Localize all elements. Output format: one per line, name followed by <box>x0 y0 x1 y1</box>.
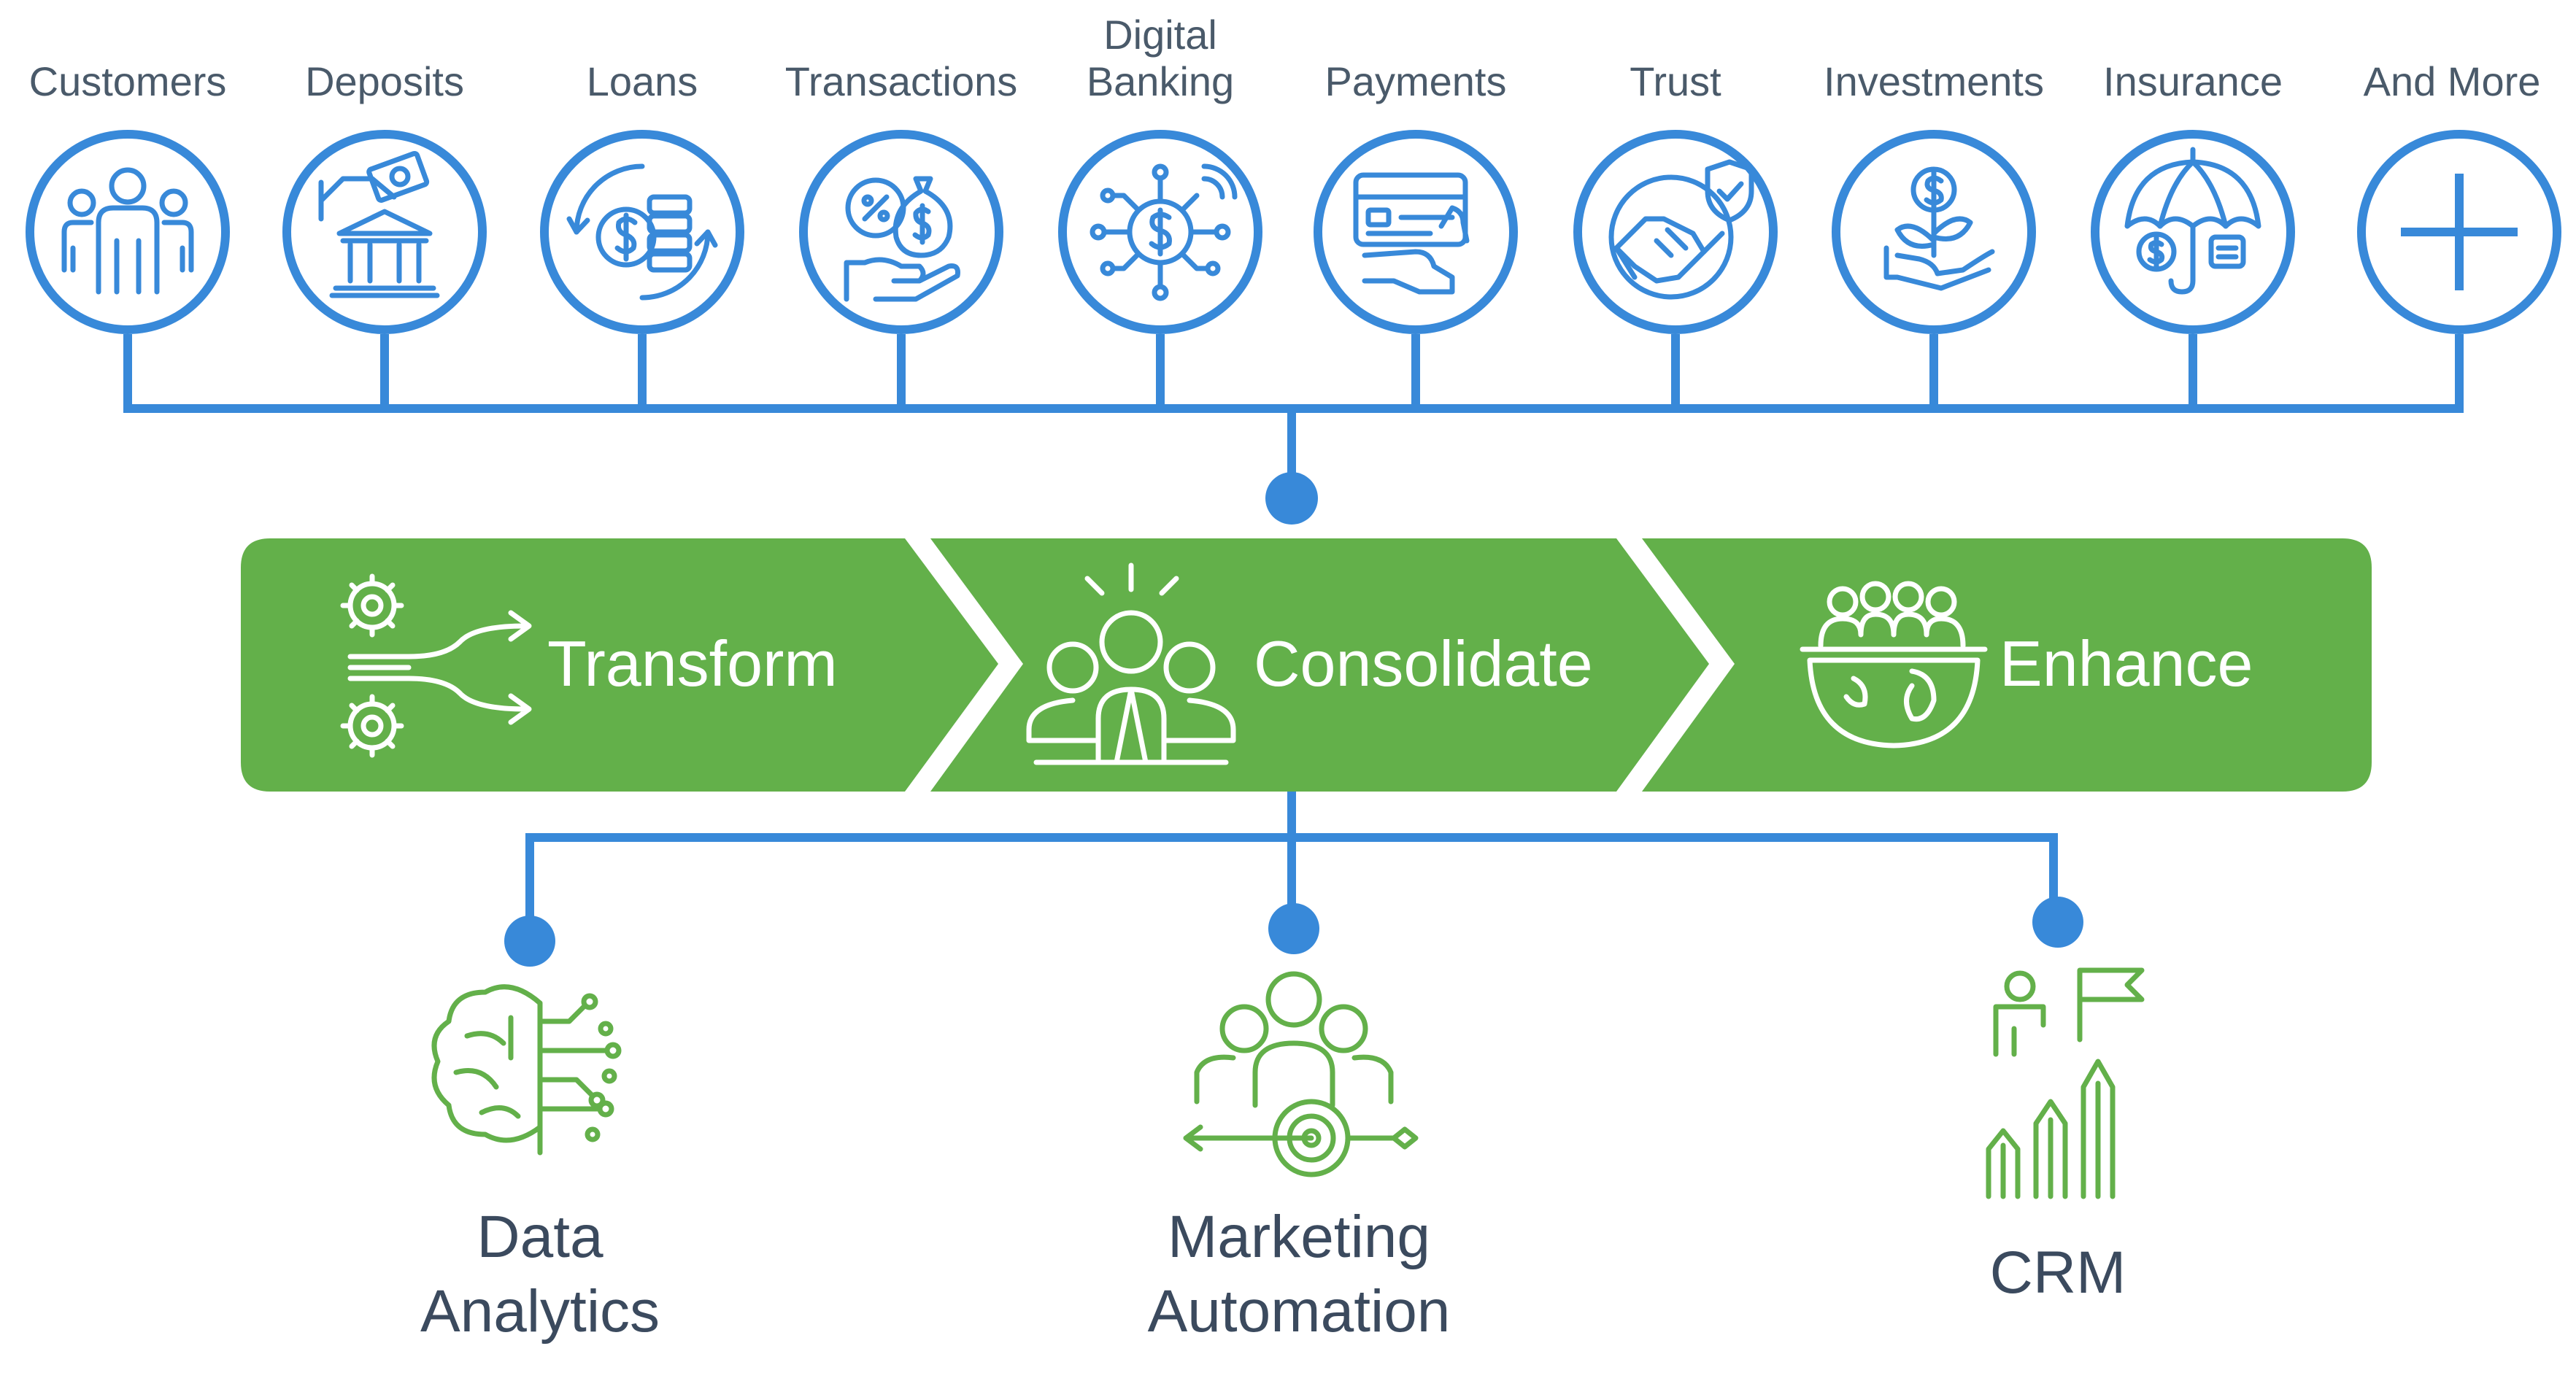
output-dot-data-analytics <box>504 916 555 967</box>
source-circle-customers <box>26 130 230 334</box>
digital-banking-icon <box>1090 163 1238 301</box>
source-label-trust: Trust <box>1630 58 1721 104</box>
transactions-icon <box>844 176 960 302</box>
source-label-digital-banking: Digital Banking <box>1086 12 1235 104</box>
source-label-transactions: Transactions <box>784 58 1018 104</box>
source-label-customers: Customers <box>28 58 227 104</box>
source-label-payments: Payments <box>1324 58 1507 104</box>
stage-shape-transform <box>241 538 998 792</box>
plus-icon <box>2401 174 2518 290</box>
deposits-icon <box>318 150 440 298</box>
growth-flag-icon <box>1986 967 2145 1199</box>
source-label-investments: Investments <box>1824 58 2044 104</box>
source-label-loans: Loans <box>586 58 698 104</box>
source-connector <box>123 334 2464 481</box>
output-label-crm: CRM <box>1989 1239 2126 1306</box>
payments-icon <box>1353 172 1470 295</box>
customers-icon <box>61 167 194 295</box>
stage-label-enhance: Enhance <box>2000 627 2253 700</box>
enhance-icon <box>1800 581 1988 748</box>
source-label-insurance: Insurance <box>2103 58 2283 104</box>
output-dot-marketing-automation <box>1268 903 1319 954</box>
source-label-deposits: Deposits <box>305 58 464 104</box>
stage-label-consolidate: Consolidate <box>1254 627 1593 700</box>
stage-label-transform: Transform <box>547 627 838 700</box>
loans-icon <box>566 163 718 301</box>
trust-icon <box>1608 159 1754 300</box>
source-label-and-more: And More <box>2363 58 2541 104</box>
consolidate-icon <box>1026 562 1236 765</box>
stage-shape-enhance <box>1642 538 2372 792</box>
source-circle-loans <box>540 130 744 334</box>
insurance-icon <box>2124 147 2261 295</box>
hub-dot <box>1265 472 1318 525</box>
output-label-data-analytics: Data Analytics <box>420 1204 660 1345</box>
target-team-icon <box>1183 971 1419 1177</box>
source-circle-trust <box>1573 130 1778 334</box>
output-connector <box>525 792 2058 921</box>
brain-icon <box>431 984 622 1156</box>
output-label-marketing-automation: Marketing Automation <box>1147 1204 1451 1345</box>
output-dot-crm <box>2032 897 2083 948</box>
transform-icon <box>340 573 532 758</box>
investments-icon <box>1883 166 1995 291</box>
